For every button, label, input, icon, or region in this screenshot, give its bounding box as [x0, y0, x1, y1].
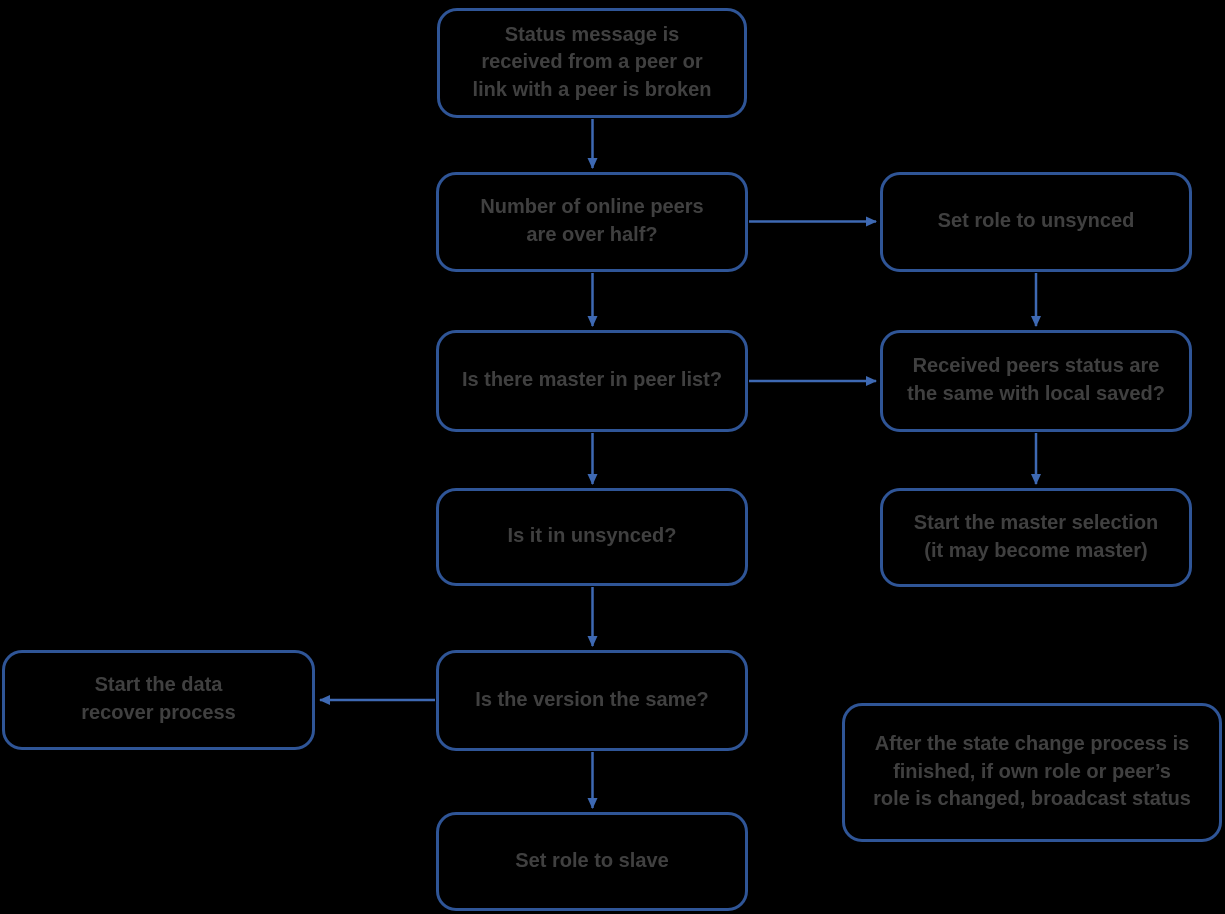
node-peers-status-same: Received peers status are the same with … [880, 330, 1192, 432]
node-is-version-same: Is the version the same? [436, 650, 748, 751]
node-master-in-peer-list: Is there master in peer list? [436, 330, 748, 432]
node-broadcast-status-note: After the state change process is finish… [842, 703, 1222, 842]
node-peers-over-half: Number of online peers are over half? [436, 172, 748, 272]
node-set-role-unsynced: Set role to unsynced [880, 172, 1192, 272]
node-start-master-selection: Start the master selection (it may becom… [880, 488, 1192, 587]
node-set-role-slave: Set role to slave [436, 812, 748, 911]
node-start-data-recover: Start the data recover process [2, 650, 315, 750]
node-status-message-received: Status message is received from a peer o… [437, 8, 747, 118]
node-is-it-in-unsynced: Is it in unsynced? [436, 488, 748, 586]
